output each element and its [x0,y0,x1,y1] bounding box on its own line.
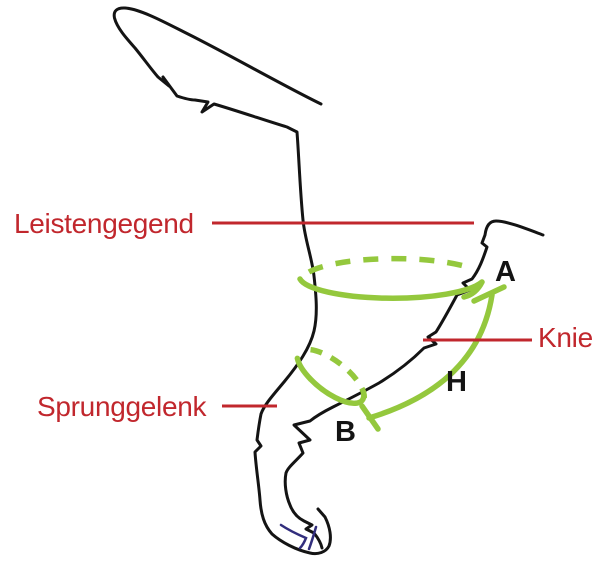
label-point-b: B [335,416,356,448]
label-knie: Knie [538,322,593,353]
label-measure-h: H [446,366,467,398]
thigh-girth-ellipse-dashed [307,255,465,275]
label-point-a: A [495,256,516,288]
hock-girth-ellipse-dashed [310,346,367,399]
tail-and-leg-back-outline [112,6,332,556]
measure-end-cap-a [471,284,507,304]
hock-girth-ellipse [294,346,367,407]
hock-girth-ellipse-solid [294,355,367,407]
measure-end-cap-b [359,403,381,432]
label-leistengegend: Leistengegend [14,208,194,239]
label-sprunggelenk: Sprunggelenk [37,391,207,422]
thigh-girth-ellipse-solid [297,276,485,301]
length-measure-arc-h [366,292,495,421]
paw-claws [279,523,318,551]
leg-front-outline [283,219,545,550]
